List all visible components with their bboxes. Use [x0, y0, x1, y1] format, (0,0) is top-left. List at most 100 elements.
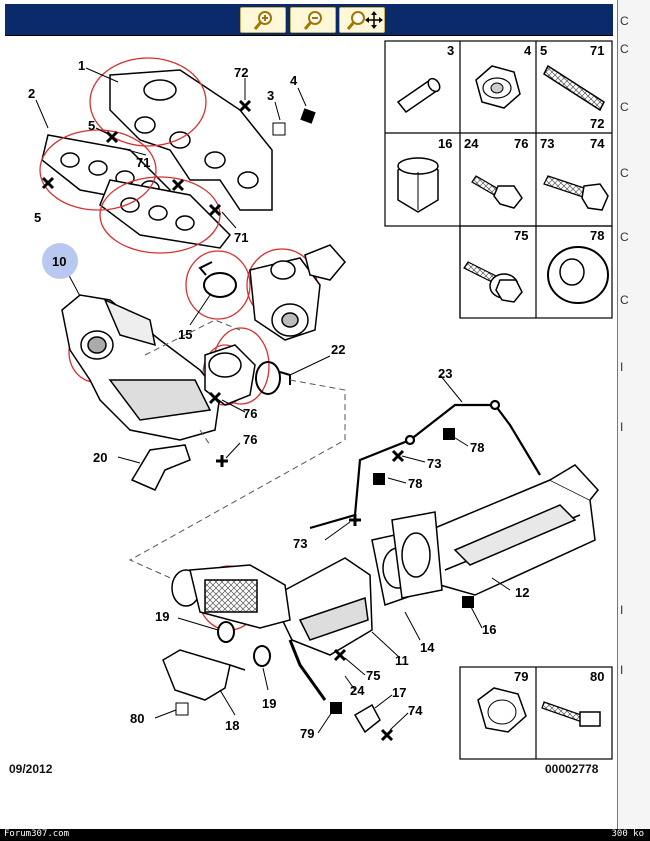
zoom-in-button[interactable] — [240, 7, 286, 33]
diagram-reference: 00002778 — [545, 762, 599, 776]
diagram-date: 09/2012 — [9, 762, 53, 776]
callout-17: 17 — [392, 685, 406, 700]
part-78a-marker — [443, 428, 455, 440]
frame-mark: C — [620, 100, 629, 114]
fastener-plus-mark — [214, 453, 230, 469]
elbow-pipe — [204, 344, 256, 406]
status-source: Forum307.com — [4, 829, 70, 839]
grid-label: 74 — [590, 136, 605, 151]
grid-label: 71 — [590, 43, 604, 58]
part-4-marker — [300, 108, 316, 124]
sensor-cable — [288, 639, 327, 701]
zoom-move-button[interactable] — [339, 7, 385, 33]
spacer-sleeve-part — [396, 77, 441, 114]
callout-20: 20 — [93, 450, 107, 465]
exhaust-system-diagram: 3 4 5 71 72 16 24 76 73 74 75 78 — [28, 40, 613, 760]
frame-mark: C — [620, 293, 629, 307]
gasket-flange-b — [391, 511, 443, 599]
callout-71: 71 — [234, 230, 248, 245]
callout-78: 78 — [408, 476, 422, 491]
bracket-20 — [130, 444, 191, 491]
catalyst-11 — [279, 557, 373, 656]
callout-22: 22 — [331, 342, 345, 357]
callout-19: 19 — [155, 609, 169, 624]
bolt-part — [543, 175, 609, 211]
callout-10: 10 — [52, 254, 66, 269]
right-frame-strip — [617, 0, 650, 841]
nut-part — [477, 687, 527, 733]
stud-part — [543, 64, 605, 112]
callout-11: 11 — [395, 653, 409, 668]
callout-76: 76 — [243, 432, 257, 447]
callout-23: 23 — [438, 366, 452, 381]
grid-label: 24 — [464, 136, 479, 151]
fastener-x-mark — [208, 203, 222, 217]
bracket-18 — [162, 649, 246, 701]
callout-79: 79 — [300, 726, 314, 741]
callout-5: 5 — [88, 118, 95, 133]
callout-5: 5 — [34, 210, 41, 225]
callout-2: 2 — [28, 86, 35, 101]
rubber-mount-19b — [253, 645, 271, 667]
part-79-marker — [330, 702, 342, 714]
sensor-pipe-23 — [309, 399, 541, 530]
grid-label: 75 — [514, 228, 528, 243]
callout-1: 1 — [78, 58, 85, 73]
part-16-marker — [462, 596, 474, 608]
highlight-badge-10 — [42, 243, 78, 279]
frame-mark: I — [620, 603, 624, 617]
frame-mark: C — [620, 42, 629, 56]
callout-3: 3 — [267, 88, 274, 103]
callout-19: 19 — [262, 696, 276, 711]
flex-pipe — [171, 564, 291, 629]
grid-label: 78 — [590, 228, 604, 243]
callout-18: 18 — [225, 718, 239, 733]
fastener-x-mark — [391, 449, 405, 463]
bracket-17 — [353, 703, 381, 734]
zoom-out-icon — [303, 11, 322, 30]
frame-mark: C — [620, 230, 629, 244]
grid-label: 3 — [447, 43, 454, 58]
toolbar — [5, 4, 613, 36]
rubber-mount-19a — [217, 621, 235, 643]
fastener-x-mark — [238, 99, 252, 113]
grid-label: 5 — [540, 43, 547, 58]
exhaust-manifold — [109, 69, 273, 211]
grid-label: 76 — [514, 136, 528, 151]
frame-mark: C — [620, 166, 629, 180]
status-size: 300 ko — [611, 829, 644, 839]
frame-mark: I — [620, 420, 624, 434]
small-parts-grid — [459, 666, 613, 760]
clamp-22 — [255, 361, 291, 395]
rivet-nut-part — [397, 157, 439, 213]
turbocharger — [249, 244, 346, 341]
grid-label: 72 — [590, 116, 604, 131]
callout-14: 14 — [420, 640, 435, 655]
callout-72: 72 — [234, 65, 248, 80]
callout-71: 71 — [136, 155, 150, 170]
callout-leaders — [35, 67, 511, 734]
washer-bolt-part — [463, 261, 523, 303]
part-78b-marker — [373, 473, 385, 485]
callout-74: 74 — [408, 703, 423, 718]
dashed-leaders — [128, 319, 346, 581]
precatalyst — [61, 294, 221, 441]
grid-label: 73 — [540, 136, 554, 151]
manifold-gasket-lower — [99, 179, 231, 249]
washer-part — [547, 246, 609, 304]
callout-12: 12 — [515, 585, 529, 600]
flange-nut-part — [475, 65, 521, 109]
frame-mark: C — [620, 14, 629, 28]
frame-mark: I — [620, 360, 624, 374]
zoom-out-button[interactable] — [290, 7, 336, 33]
frame-mark: I — [620, 663, 624, 677]
fastener-x-mark — [333, 648, 347, 662]
grid-label: 80 — [590, 669, 604, 684]
status-bar: Forum307.com 300 ko — [0, 829, 650, 841]
part-80-marker — [175, 702, 189, 716]
grid-label: 16 — [438, 136, 452, 151]
grid-label: 4 — [524, 43, 532, 58]
callout-73: 73 — [427, 456, 441, 471]
screw-part — [471, 175, 523, 209]
callout-76: 76 — [243, 406, 257, 421]
